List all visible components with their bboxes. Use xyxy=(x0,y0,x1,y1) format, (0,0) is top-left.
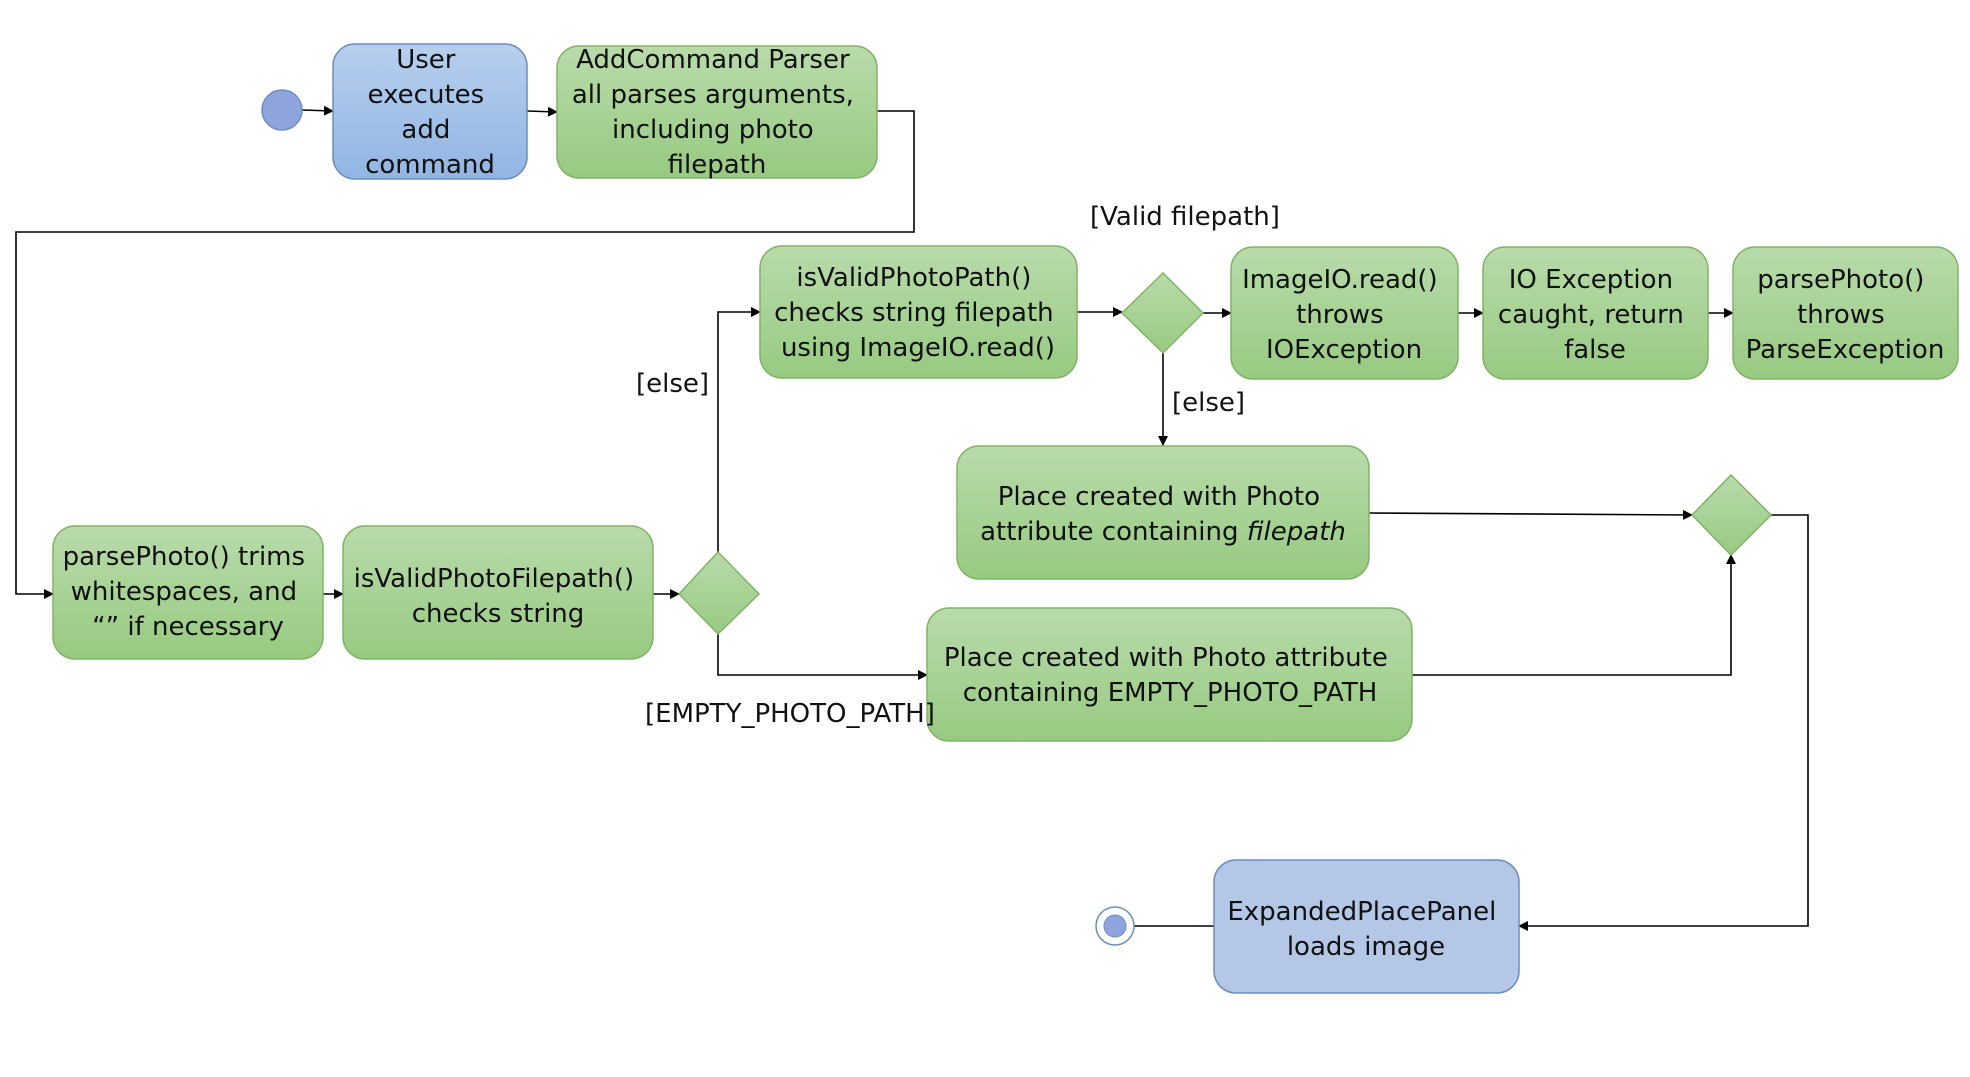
is-valid-photo-path-label: isValidPhotoPath() checks string filepat… xyxy=(774,263,1062,363)
guard-valid-filepath: [Valid filepath] xyxy=(1090,202,1280,232)
action-place-created-filepath: Place created with Photo attribute conta… xyxy=(956,445,1370,580)
label-line: ExpandedPlacePanel xyxy=(1227,897,1496,927)
label-line: isValidPhotoFilepath() xyxy=(354,564,635,594)
imageio-read-label: ImageIO.read() throws IOException xyxy=(1242,265,1446,365)
io-exception-label: IO Exception caught, return false xyxy=(1498,265,1692,365)
label-line: checks string xyxy=(412,599,585,629)
label-line: “” if necessary xyxy=(92,612,284,642)
label-line: checks string filepath xyxy=(774,298,1054,328)
action-is-valid-photo-path: isValidPhotoPath() checks string filepat… xyxy=(759,245,1078,379)
action-imageio-read-throws: ImageIO.read() throws IOException xyxy=(1230,246,1459,380)
label-line: attribute containing filepath xyxy=(980,517,1346,547)
label-line: parsePhoto() xyxy=(1757,265,1924,295)
parse-photo-throws-label: parsePhoto() throws ParseException xyxy=(1746,265,1945,365)
user-executes-label: User executes add command xyxy=(365,45,495,180)
action-io-exception-caught: IO Exception caught, return false xyxy=(1482,246,1709,380)
label-line: isValidPhotoPath() xyxy=(796,263,1031,293)
label-line: throws xyxy=(1296,300,1384,330)
expanded-place-panel-label: ExpandedPlacePanel loads image xyxy=(1227,897,1504,962)
label-line: loads image xyxy=(1287,932,1445,962)
is-valid-photo-filepath-label: isValidPhotoFilepath() checks string xyxy=(354,564,643,629)
label-line: whitespaces, and xyxy=(71,577,297,607)
action-user-executes-add-command: User executes add command xyxy=(332,43,528,180)
action-place-created-empty: Place created with Photo attribute conta… xyxy=(926,607,1413,742)
label-line: Place created with Photo xyxy=(998,482,1320,512)
label-line-prefix: attribute containing xyxy=(980,517,1247,547)
label-line: parsePhoto() trims xyxy=(63,542,305,572)
label-line: containing EMPTY_PHOTO_PATH xyxy=(963,678,1378,708)
edge-parser-to-parse-photo-trims xyxy=(15,110,915,599)
place-created-filepath-label: Place created with Photo attribute conta… xyxy=(980,482,1346,547)
edge-place-created-empty-to-merge xyxy=(1412,554,1736,676)
addcommand-parser-label: AddCommand Parser all parses arguments, … xyxy=(572,45,862,180)
label-line: IOException xyxy=(1266,335,1422,365)
label-line: ImageIO.read() xyxy=(1242,265,1438,295)
guard-empty-photo-path: [EMPTY_PHOTO_PATH] xyxy=(645,699,935,729)
label-line: filepath xyxy=(668,150,767,180)
label-line: IO Exception xyxy=(1509,265,1673,295)
action-addcommand-parser: AddCommand Parser all parses arguments, … xyxy=(556,45,878,180)
edge-start-to-user-executes xyxy=(301,105,334,116)
edges xyxy=(15,105,1809,931)
edge-decision-empty-to-place-created-empty xyxy=(717,634,928,680)
label-line-italic: filepath xyxy=(1247,517,1346,547)
decision-photo-path xyxy=(1120,271,1205,355)
action-expanded-place-panel: ExpandedPlacePanel loads image xyxy=(1213,859,1520,994)
merge-node xyxy=(1690,473,1773,557)
label-line: ParseException xyxy=(1746,335,1945,365)
label-line: throws xyxy=(1797,300,1885,330)
end-node xyxy=(1095,906,1135,946)
guard-else-upper: [else] xyxy=(636,369,709,399)
label-line: caught, return xyxy=(1498,300,1684,330)
decision-photo-filepath xyxy=(677,550,761,636)
action-is-valid-photo-filepath: isValidPhotoFilepath() checks string xyxy=(342,525,654,660)
parse-photo-trims-label: parsePhoto() trims whitespaces, and “” i… xyxy=(63,542,314,642)
action-parse-photo-throws: parsePhoto() throws ParseException xyxy=(1732,246,1959,380)
label-line: User xyxy=(396,45,456,75)
label-line: command xyxy=(365,150,495,180)
action-parse-photo-trims: parsePhoto() trims whitespaces, and “” i… xyxy=(52,525,324,660)
edge-place-created-filepath-to-merge xyxy=(1368,509,1693,520)
edge-merge-to-expanded-place-panel xyxy=(1518,514,1809,931)
edge-user-executes-to-parser xyxy=(526,106,558,117)
start-node xyxy=(261,89,303,131)
guard-else-lower: [else] xyxy=(1172,388,1245,418)
label-line: using ImageIO.read() xyxy=(781,333,1055,363)
label-line: Place created with Photo attribute xyxy=(944,643,1388,673)
label-line: executes xyxy=(368,80,485,110)
place-created-empty-label: Place created with Photo attribute conta… xyxy=(944,643,1396,708)
label-line: all parses arguments, xyxy=(572,80,854,110)
edge-decision-else-to-is-valid-photo-path xyxy=(717,307,761,552)
label-line: false xyxy=(1564,335,1626,365)
label-line: including photo xyxy=(612,115,814,145)
label-line: add xyxy=(401,115,450,145)
label-line: AddCommand Parser xyxy=(576,45,850,75)
